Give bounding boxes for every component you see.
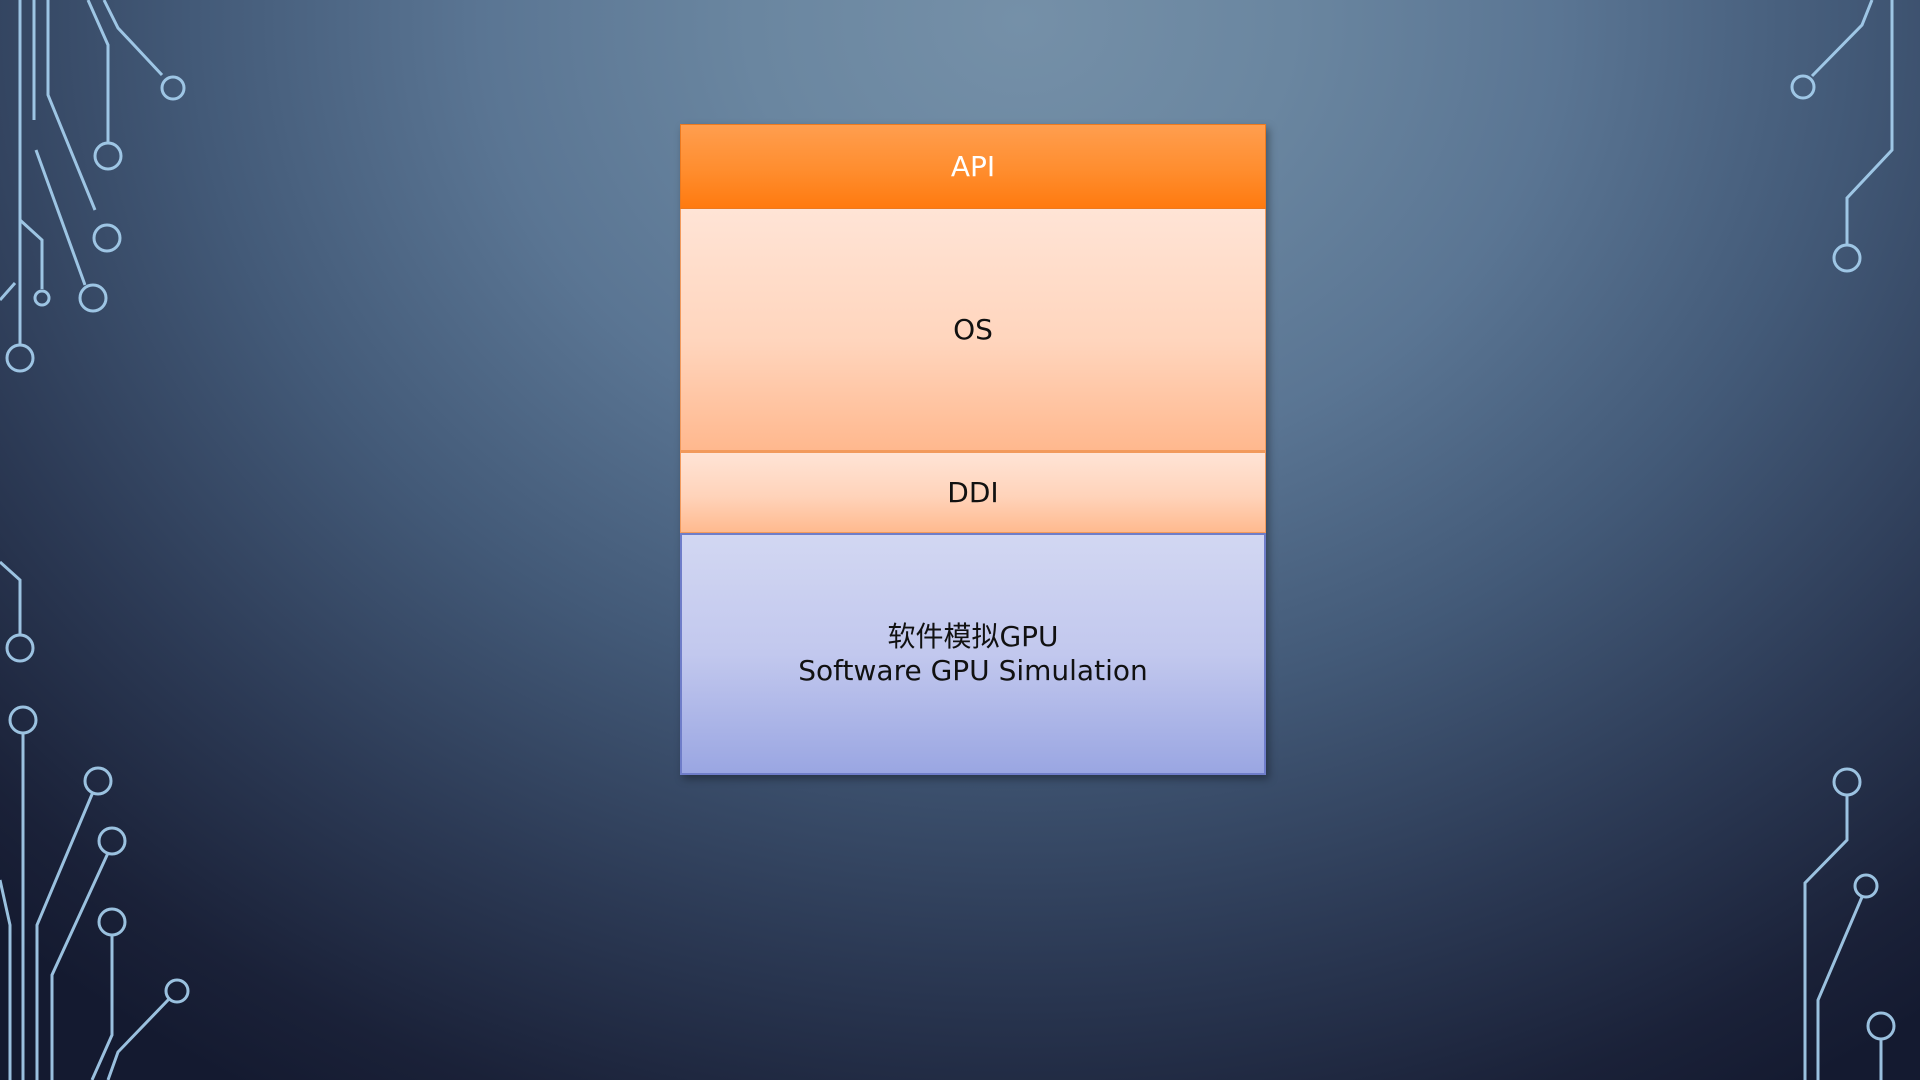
ddi-layer: DDI [680,451,1266,533]
api-layer-label: API [950,149,996,183]
os-layer: OS [680,209,1266,451]
software-gpu-layer: 软件模拟GPU Software GPU Simulation [680,533,1266,775]
software-gpu-label-chinese: 软件模拟GPU [887,620,1059,653]
architecture-stack-diagram: API OS DDI 软件模拟GPU Software GPU Simulati… [680,124,1266,775]
os-layer-label: OS [953,312,993,346]
api-layer: API [680,124,1266,209]
software-gpu-label-english: Software GPU Simulation [798,654,1148,687]
ddi-layer-label: DDI [947,475,999,509]
